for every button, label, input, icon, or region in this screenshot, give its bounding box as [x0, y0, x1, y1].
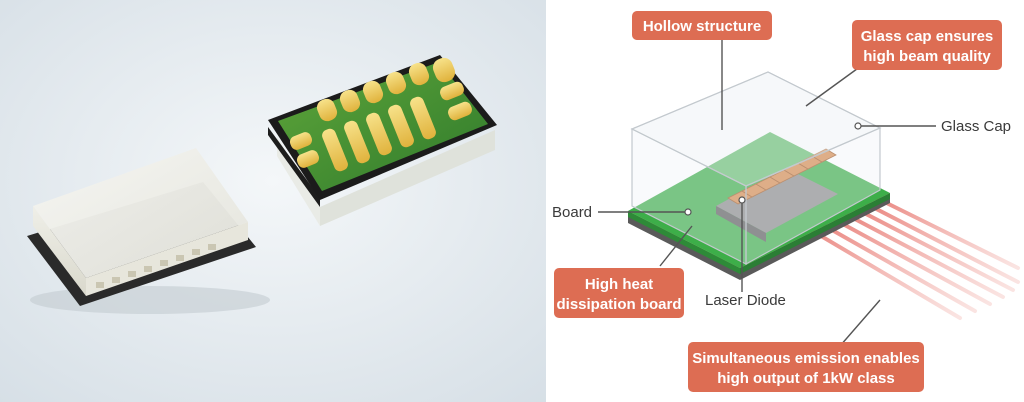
callout-heat-board: High heat dissipation board	[554, 268, 684, 318]
leader-lines	[598, 40, 936, 347]
label-laser-diode: Laser Diode	[705, 292, 786, 309]
callout-emission: Simultaneous emission enables high outpu…	[688, 342, 924, 392]
device-cap-side	[86, 222, 248, 296]
callout-heat-board-line2: dissipation board	[556, 296, 681, 313]
device-clear-body-front	[320, 130, 495, 226]
label-board: Board	[552, 204, 592, 221]
leader-heat-board	[659, 225, 693, 267]
product-photo	[0, 0, 546, 402]
device-shadow	[30, 286, 270, 314]
label-glass-cap: Glass Cap	[941, 118, 1011, 135]
device-cap-up	[27, 148, 270, 314]
callout-glass-quality-line1: Glass cap ensures	[861, 28, 994, 45]
laser-module-diagram: Hollow structure Glass cap ensures high …	[552, 11, 1020, 392]
device-pins	[96, 244, 216, 288]
device-pads-up	[268, 55, 497, 226]
board-green-edge	[628, 211, 740, 274]
device-top-pads	[316, 57, 456, 122]
device-bottom-pads	[289, 81, 472, 172]
callout-heat-board-line1: High heat	[585, 276, 653, 293]
device-pcb-edge	[268, 127, 320, 207]
device-cap-top	[33, 148, 248, 278]
callout-hollow-text: Hollow structure	[643, 18, 761, 35]
device-cap-front	[33, 206, 86, 296]
callout-emission-line2: high output of 1kW class	[717, 370, 895, 387]
leader-dots	[684, 122, 862, 216]
board-green-edge-right	[740, 193, 890, 274]
callout-glass-quality-line2: high beam quality	[863, 48, 991, 65]
diode-submount-front	[716, 206, 766, 242]
glass-cap	[630, 71, 882, 266]
callout-glass-cap-quality: Glass cap ensures high beam quality	[852, 20, 1002, 70]
leader-emission	[839, 299, 881, 347]
callout-hollow-structure: Hollow structure	[632, 11, 772, 40]
callout-emission-line1: Simultaneous emission enables	[692, 350, 920, 367]
